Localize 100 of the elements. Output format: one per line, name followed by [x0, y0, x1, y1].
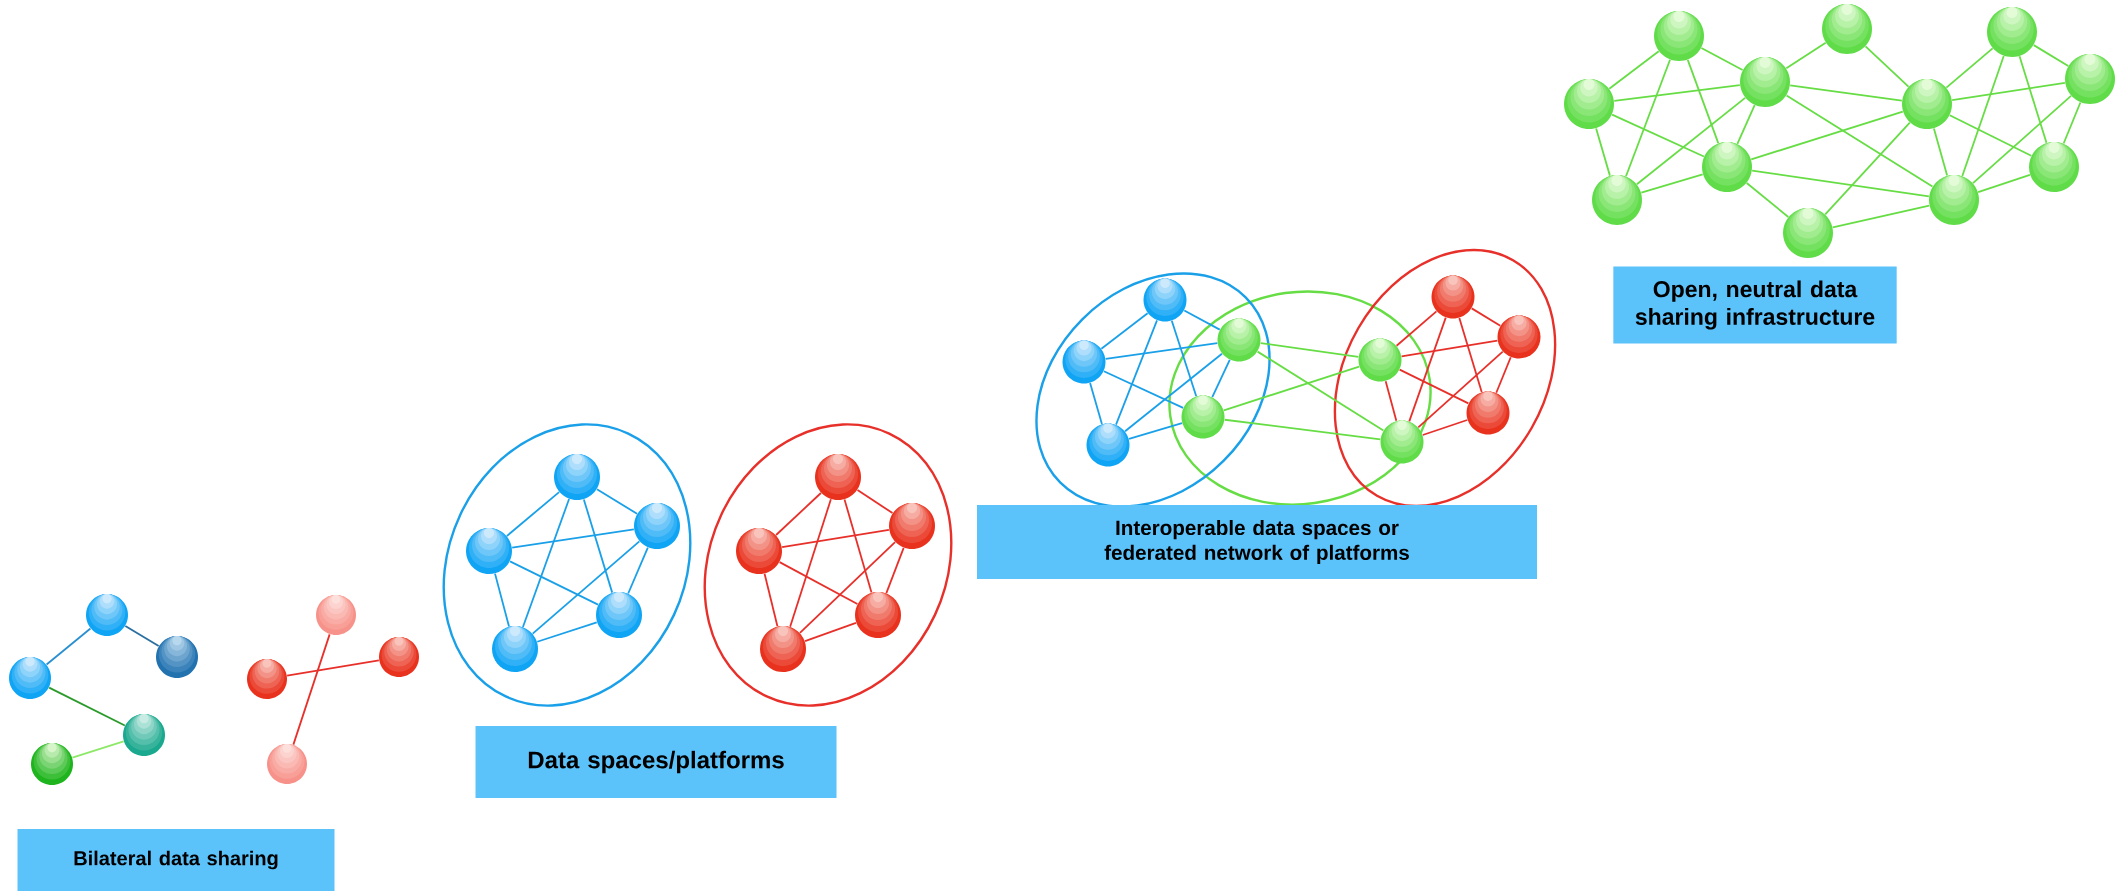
network-link — [1400, 339, 1499, 358]
network-node — [1466, 391, 1510, 435]
network-link — [1785, 41, 1827, 70]
network-link — [1408, 316, 1447, 423]
network-node — [634, 503, 680, 549]
network-link — [292, 633, 331, 746]
network-node — [123, 714, 165, 756]
network-node — [554, 454, 600, 500]
network-node — [596, 592, 642, 638]
network-link — [45, 627, 92, 666]
network-link — [511, 528, 635, 549]
network-node — [156, 636, 198, 678]
network-link — [286, 659, 380, 677]
network-node — [86, 594, 128, 636]
network-link — [1495, 356, 1512, 394]
network-link — [885, 546, 905, 595]
network-node — [9, 657, 51, 699]
label-box: Open, neutral data sharing infrastructure — [1613, 266, 1897, 344]
network-node — [1902, 79, 1952, 129]
network-link — [1211, 358, 1231, 399]
label-box: Data spaces/platforms — [475, 726, 837, 798]
network-link — [1104, 342, 1219, 360]
network-link — [1421, 419, 1469, 436]
network-node — [31, 743, 73, 785]
network-link — [509, 560, 599, 606]
network-link — [804, 622, 857, 642]
network-link — [1951, 81, 2066, 102]
network-link — [1961, 55, 2005, 177]
network-link — [1972, 95, 2072, 185]
network-link — [1700, 47, 1744, 71]
network-link — [1256, 350, 1385, 432]
network-link — [781, 528, 890, 549]
network-link — [1824, 121, 1911, 216]
network-node — [316, 595, 356, 635]
network-link — [1864, 45, 1910, 88]
network-node — [1143, 278, 1187, 322]
network-link — [1945, 47, 1994, 89]
network-link — [1417, 350, 1504, 429]
network-node — [1929, 175, 1979, 225]
network-link — [1831, 204, 1931, 229]
network-link — [494, 572, 510, 628]
network-link — [1115, 319, 1158, 426]
network-link — [531, 540, 641, 635]
network-link — [522, 498, 570, 628]
network-node — [1783, 208, 1833, 258]
network-link — [1750, 110, 1904, 161]
network-link — [1635, 96, 1747, 186]
network-node — [1702, 142, 1752, 192]
network-node — [1497, 315, 1541, 359]
network-link — [1686, 58, 1720, 145]
network-link — [1751, 169, 1930, 198]
network-link — [1183, 309, 1221, 331]
network-node — [760, 626, 806, 672]
network-node — [466, 528, 512, 574]
network-link — [1384, 380, 1398, 422]
network-node — [1592, 175, 1642, 225]
network-link — [1595, 127, 1611, 177]
network-link — [1736, 104, 1756, 145]
network-link — [843, 498, 873, 594]
network-link — [1789, 84, 1903, 102]
network-link — [1259, 342, 1360, 358]
network-link — [1395, 310, 1438, 347]
network-node — [855, 592, 901, 638]
network-link — [124, 625, 160, 647]
network-node — [2065, 54, 2115, 104]
network-link — [1089, 382, 1103, 425]
network-link — [1933, 127, 1949, 177]
network-link — [1223, 418, 1382, 441]
network-link — [1785, 94, 1934, 188]
network-link — [582, 498, 614, 594]
network-link — [778, 561, 859, 605]
network-node — [247, 659, 287, 699]
network-link — [48, 686, 126, 727]
network-link — [1948, 114, 2033, 157]
network-link — [536, 621, 598, 643]
network-link — [1222, 365, 1361, 412]
network-link — [775, 492, 822, 536]
network-node — [1822, 4, 1872, 54]
network-link — [856, 489, 894, 514]
network-link — [1608, 50, 1660, 90]
network-node — [267, 744, 307, 784]
network-link — [2018, 55, 2048, 144]
network-link — [789, 498, 832, 628]
network-link — [2032, 44, 2070, 67]
network-node — [1431, 275, 1475, 319]
network-link — [1625, 58, 1671, 178]
network-node — [492, 626, 538, 672]
network-link — [2062, 101, 2082, 145]
network-link — [627, 546, 649, 595]
network-link — [596, 488, 638, 515]
network-node — [815, 454, 861, 500]
network-link — [1398, 368, 1470, 405]
network-link — [1458, 317, 1483, 393]
network-link — [1640, 173, 1704, 194]
network-link — [1611, 113, 1705, 158]
network-link — [1128, 422, 1183, 440]
label-box: Interoperable data spaces or federated network of platforms — [977, 505, 1537, 579]
network-link — [1124, 352, 1223, 433]
network-link — [799, 541, 896, 634]
network-node — [1086, 423, 1130, 467]
